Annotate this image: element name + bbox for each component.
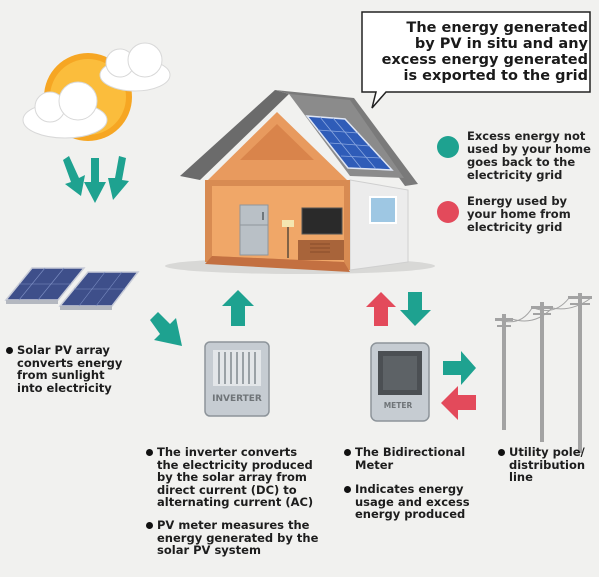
legend-used-dot bbox=[437, 201, 459, 223]
label-line: Meter bbox=[355, 457, 394, 472]
label-line: Solar PV array bbox=[17, 343, 110, 357]
legend-line: your home from bbox=[467, 207, 571, 221]
bullet bbox=[344, 486, 351, 493]
label-line: alternating current (AC) bbox=[157, 495, 314, 509]
utility-pole-icon bbox=[495, 293, 592, 453]
inverter-label: INVERTER bbox=[212, 394, 262, 404]
solar-array-label: Solar PV array converts energy from sunl… bbox=[17, 344, 122, 394]
label-line: The inverter converts bbox=[157, 445, 298, 459]
bullet bbox=[146, 449, 153, 456]
label-line: by the solar array from bbox=[157, 470, 307, 484]
label-line: PV meter measures the bbox=[157, 518, 310, 532]
arrow-icon bbox=[366, 292, 396, 326]
legend-line: used by your home bbox=[467, 142, 591, 156]
arrow-icon bbox=[441, 386, 476, 420]
callout-line: excess energy generated bbox=[381, 52, 588, 68]
callout-text: The energy generated by PV in situ and a… bbox=[366, 20, 588, 84]
bullet bbox=[6, 347, 13, 354]
meter-label: METER bbox=[384, 401, 413, 410]
label-line: energy produced bbox=[355, 507, 466, 521]
label-line: direct current (DC) to bbox=[157, 482, 297, 497]
cloud-icon bbox=[99, 42, 171, 92]
bullet bbox=[146, 522, 153, 529]
pole-description: Utility pole/ distribution line bbox=[509, 446, 585, 484]
label-line: Indicates energy bbox=[355, 482, 464, 496]
label-line: the electricity produced bbox=[157, 457, 313, 472]
label-line: energy generated by the bbox=[157, 530, 319, 545]
legend-line: Excess energy not bbox=[467, 129, 586, 143]
house-icon bbox=[180, 90, 418, 272]
meter-icon: METER bbox=[370, 342, 430, 422]
bullet bbox=[344, 449, 351, 456]
callout-line: by PV in situ and any bbox=[414, 36, 588, 52]
legend-excess-text: Excess energy not used by your home goes… bbox=[467, 130, 591, 182]
inverter-description: The inverter converts the electricity pr… bbox=[157, 446, 313, 509]
label-line: solar PV system bbox=[157, 543, 261, 557]
label-line: usage and excess bbox=[355, 494, 470, 509]
label-line: Utility pole/ bbox=[509, 445, 585, 459]
arrow-icon bbox=[150, 312, 182, 346]
callout-box bbox=[361, 11, 591, 109]
pv-meter-description: PV meter measures the energy generated b… bbox=[157, 519, 318, 557]
label-line: converts energy bbox=[17, 355, 123, 370]
cloud-icon bbox=[22, 81, 108, 139]
solar-panel-icon bbox=[4, 267, 140, 310]
label-line: into electricity bbox=[17, 380, 112, 395]
arrow-icon bbox=[443, 351, 476, 385]
label-line: distribution bbox=[509, 457, 586, 472]
bullet bbox=[498, 449, 505, 456]
arrow-icon bbox=[400, 292, 431, 326]
callout-line: The energy generated bbox=[406, 20, 588, 36]
arrow-icon bbox=[222, 290, 254, 326]
meter-usage-description: Indicates energy usage and excess energy… bbox=[355, 483, 470, 521]
legend-used-text: Energy used by your home from electricit… bbox=[467, 195, 571, 234]
legend-excess-dot bbox=[437, 136, 459, 158]
sunlight-arrows bbox=[63, 156, 129, 203]
label-line: line bbox=[509, 470, 533, 484]
legend-line: electricity grid bbox=[467, 168, 563, 182]
legend-line: Energy used by bbox=[467, 194, 568, 208]
legend-line: goes back to the bbox=[467, 155, 576, 169]
inverter-icon: INVERTER bbox=[204, 341, 270, 417]
label-line: The Bidirectional bbox=[355, 445, 466, 459]
meter-description: The Bidirectional Meter bbox=[355, 446, 465, 471]
callout-line: is exported to the grid bbox=[403, 68, 588, 84]
label-line: from sunlight bbox=[17, 368, 105, 382]
legend-line: electricity grid bbox=[467, 220, 563, 234]
